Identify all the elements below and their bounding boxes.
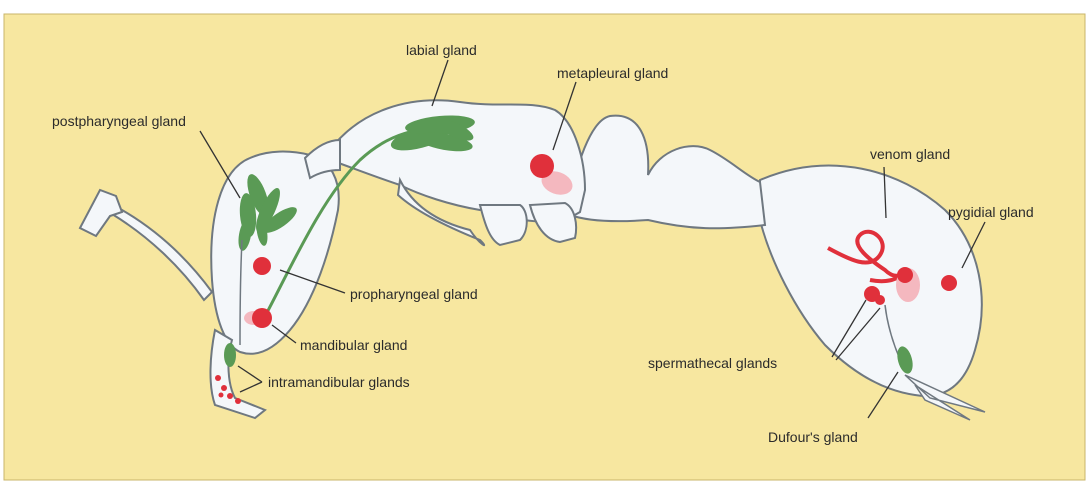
label-venom-gland: venom gland (870, 146, 950, 162)
propharyngeal-gland (253, 257, 271, 275)
label-spermathecal-glands: spermathecal glands (648, 355, 777, 371)
label-labial-gland: labial gland (406, 42, 477, 58)
label-pygidial-gland: pygidial gland (948, 204, 1034, 220)
label-intramandibular-glands: intramandibular glands (268, 374, 410, 390)
venom-gland-cell (897, 267, 913, 283)
label-metapleural-gland: metapleural gland (557, 65, 668, 81)
metapleural-gland (530, 154, 554, 178)
intramandibular-green (224, 343, 236, 367)
mandibular-gland (252, 308, 272, 328)
label-postpharyngeal-gland: postpharyngeal gland (52, 113, 186, 129)
pygidial-gland (941, 275, 957, 291)
label-mandibular-gland: mandibular gland (300, 337, 407, 353)
spermathecal-gland-2 (875, 295, 885, 305)
label-dufours-gland: Dufour's gland (768, 429, 858, 445)
label-propharyngeal-gland: propharyngeal gland (350, 286, 478, 302)
